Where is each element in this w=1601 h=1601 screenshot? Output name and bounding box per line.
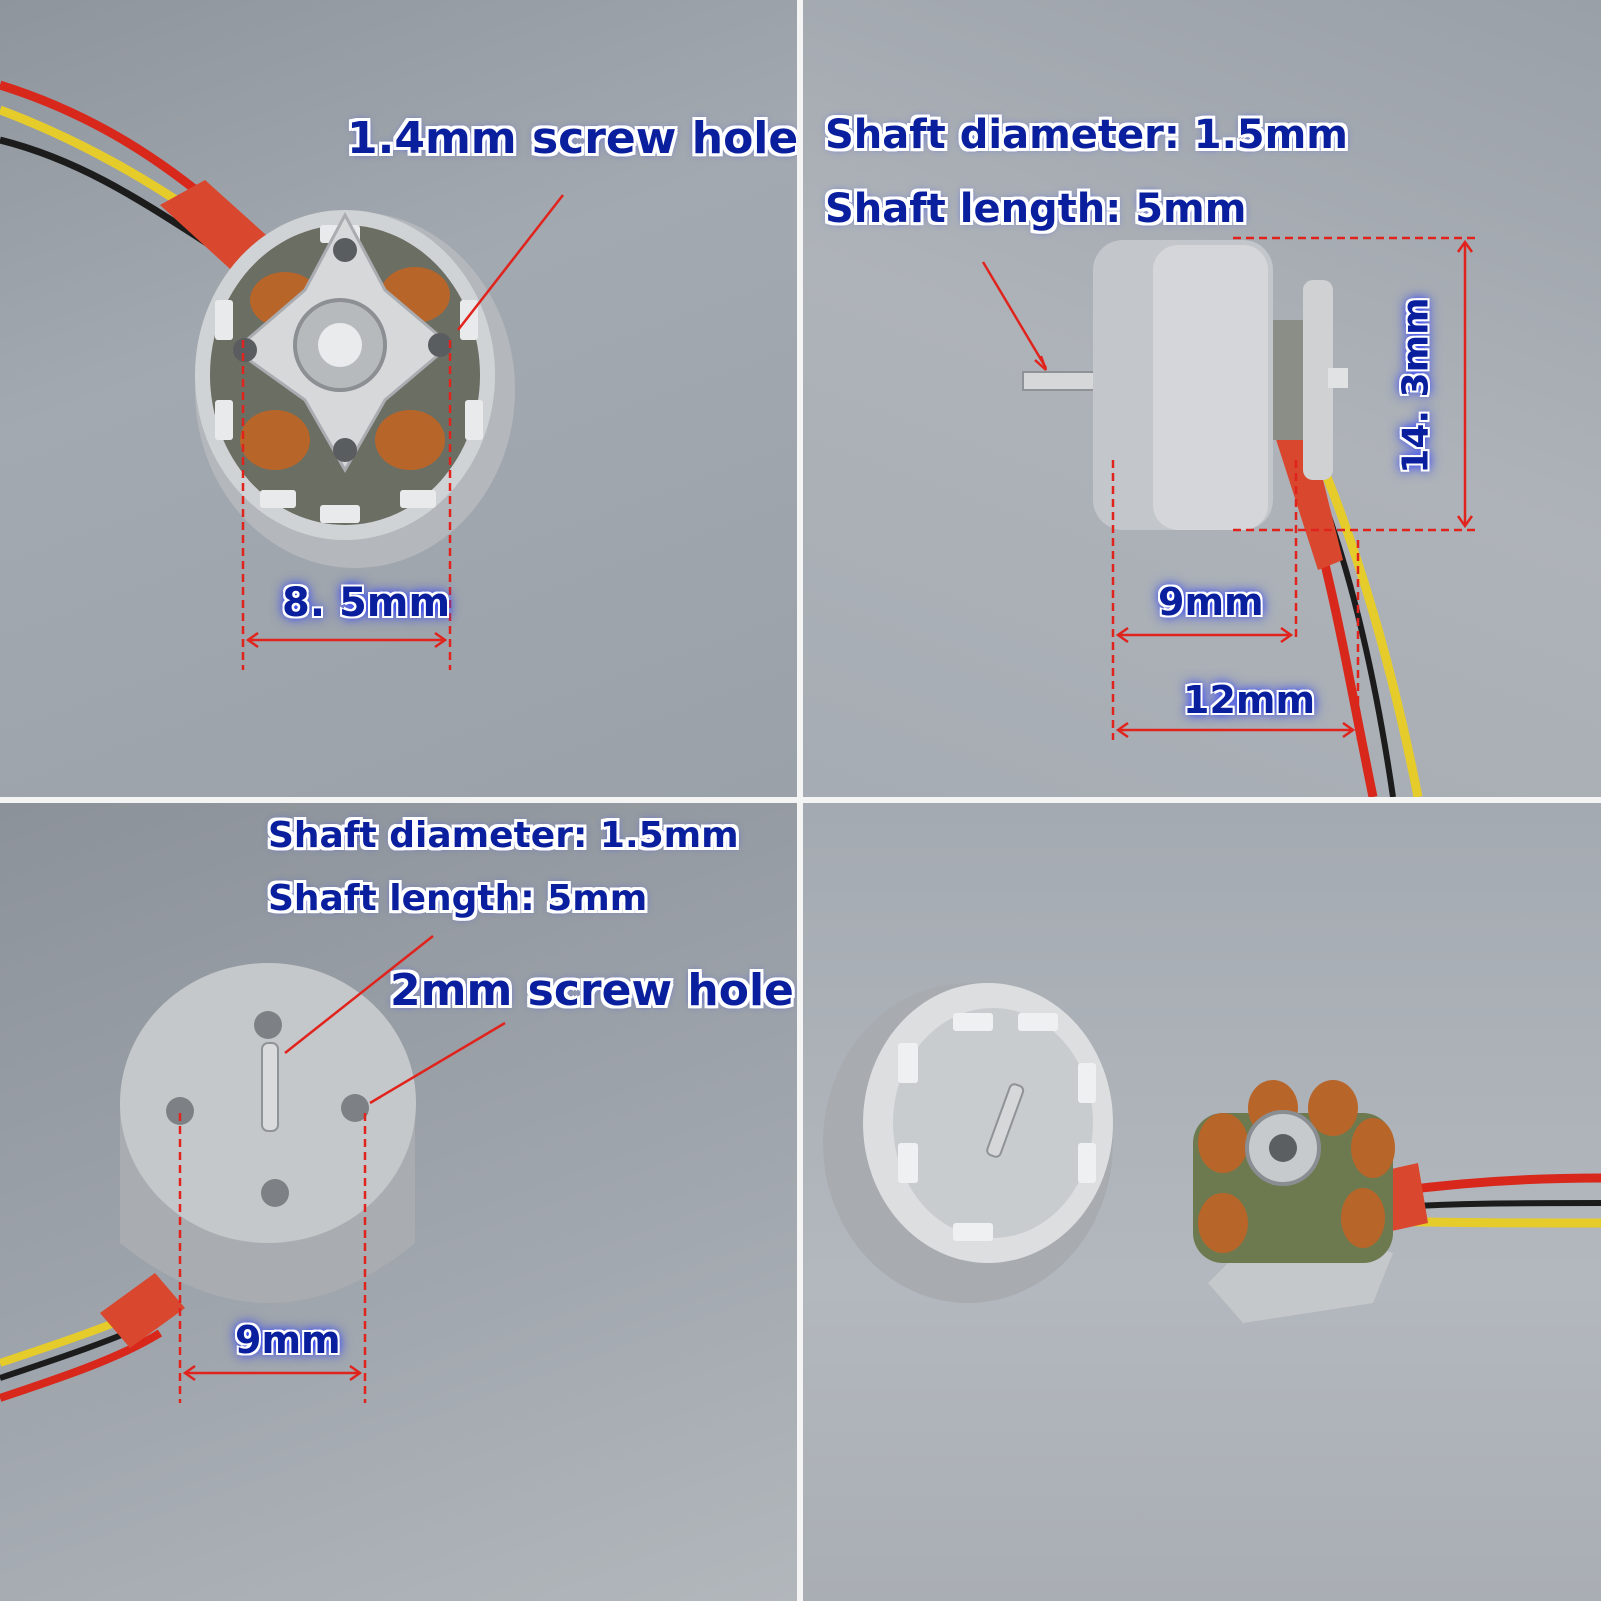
screw-hole-label: 2mm screw hole: [390, 965, 794, 1016]
heat-shrink-sleeve: [1273, 430, 1343, 570]
horizontal-divider: [0, 797, 1601, 803]
panel-bottom-right: [803, 803, 1601, 1601]
width-dimension-label: 8. 5mm: [282, 580, 451, 626]
total-length-label: 12mm: [1183, 678, 1316, 722]
motor-side-view-illustration: [981, 236, 1478, 797]
mount-plate: [1303, 280, 1333, 480]
panel-top-right: Shaft diameter: 1.5mm Shaft length: 5mm …: [803, 0, 1601, 797]
dimension-lines: [178, 935, 506, 1403]
motor-top-view-illustration: [0, 935, 506, 1403]
height-dimension-label: 14. 3mm: [1395, 297, 1437, 474]
screw-hole-label: 1.4mm screw hole: [347, 113, 797, 164]
motor-bottom-view-illustration: [0, 80, 564, 670]
wire-black: [0, 136, 212, 248]
copper-windings: [240, 267, 450, 470]
shaft-diameter-label: Shaft diameter: 1.5mm: [825, 112, 1348, 158]
copper-windings: [1198, 1080, 1395, 1253]
heat-shrink-sleeve: [100, 1273, 185, 1348]
body-length-label: 9mm: [1158, 580, 1264, 624]
shaft: [261, 1042, 279, 1132]
dimension-lines: [981, 236, 1478, 740]
shaft-length-label: Shaft length: 5mm: [268, 878, 648, 919]
shaft-diameter-label: Shaft diameter: 1.5mm: [268, 815, 739, 856]
width-dimension-label: 9mm: [235, 1318, 341, 1362]
panel-top-left: 1.4mm screw hole 8. 5mm: [0, 0, 797, 797]
dimension-lines: [241, 194, 564, 670]
shaft-length-label: Shaft length: 5mm: [825, 186, 1247, 232]
panel-bottom-left: Shaft diameter: 1.5mm Shaft length: 5mm …: [0, 803, 797, 1601]
shaft: [986, 1083, 1025, 1158]
disassembled-motor-illustration: [823, 983, 1601, 1323]
